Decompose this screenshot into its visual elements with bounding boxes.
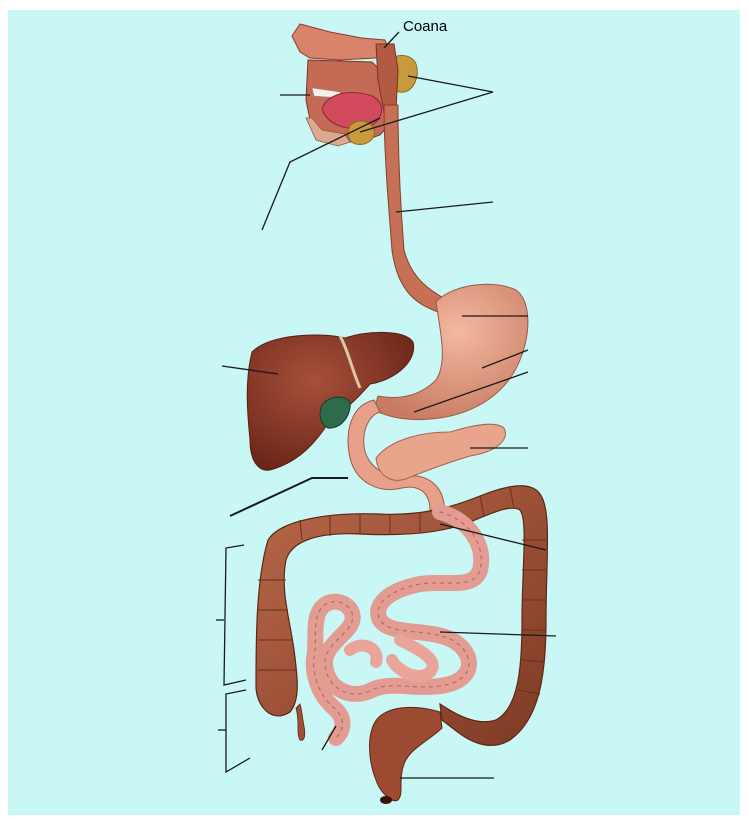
salivary-gland-lower (348, 121, 374, 144)
small-intestine (314, 512, 482, 738)
gallbladder (320, 397, 350, 428)
leader-line-salivary (408, 76, 493, 92)
rectum (370, 707, 443, 800)
nasal-palate (292, 24, 390, 60)
left-brackets (216, 545, 250, 772)
anus (380, 796, 392, 804)
leader-line-duodenum (230, 478, 348, 516)
pancreas (376, 424, 505, 480)
leader-line-esophagus (396, 202, 493, 212)
appendix (296, 704, 305, 740)
bracket-lower (226, 690, 250, 772)
bracket-upper (224, 545, 246, 685)
esophagus (384, 105, 450, 312)
label-coana: Coana (403, 18, 447, 35)
